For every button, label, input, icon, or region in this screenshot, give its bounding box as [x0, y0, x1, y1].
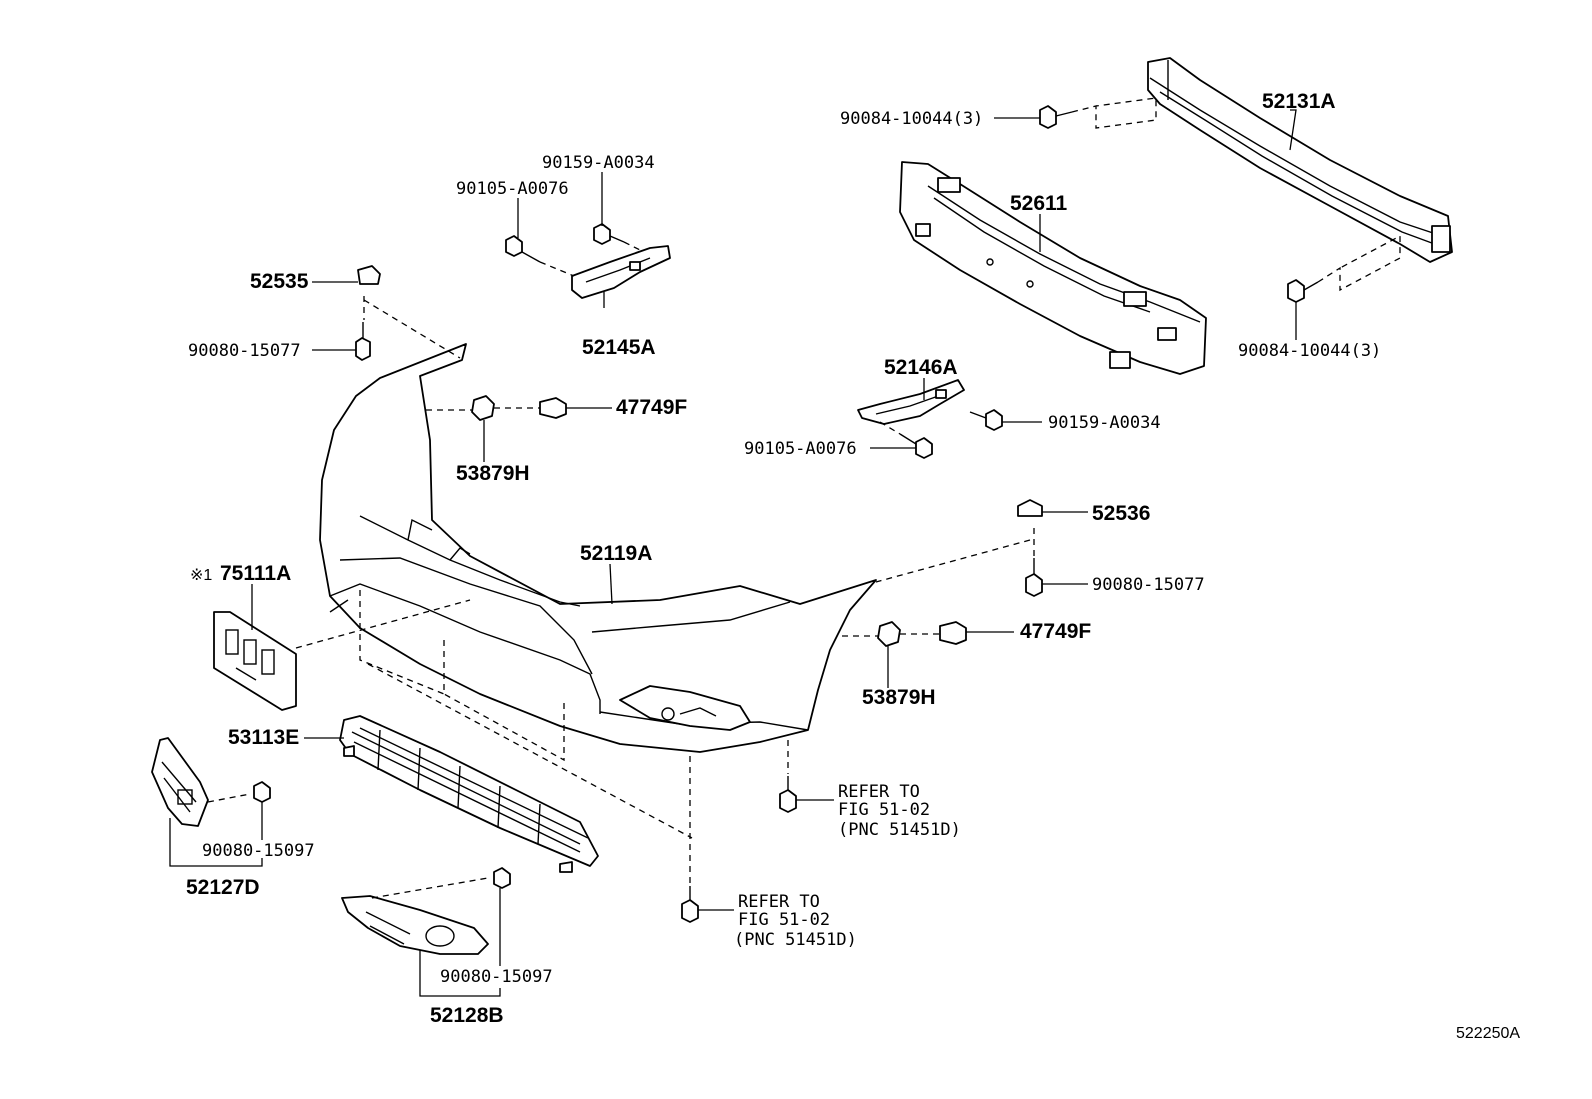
bolt-90084-top[interactable] — [1039, 105, 1073, 129]
label-53879H-left: 53879H — [456, 462, 530, 485]
fog-cover-52127D[interactable] — [151, 737, 209, 827]
retainer-52146A[interactable] — [857, 379, 965, 425]
label-75111A-mark: ※1 — [190, 567, 212, 584]
leader-lines — [169, 109, 1297, 997]
bracket-53879H-left[interactable] — [471, 395, 495, 421]
bumper-reinforcement-52131A[interactable] — [1147, 57, 1453, 263]
label-90084-bottom: 90084-10044(3) — [1238, 341, 1381, 361]
label-52128B: 52128B — [430, 1004, 504, 1027]
screw-90159-right[interactable] — [969, 409, 1003, 431]
bolt-refer-fig51-02-bottom[interactable] — [681, 886, 699, 923]
label-90080-15097-bottom: 90080-15097 — [440, 967, 553, 987]
label-refer-2-line1: REFER TO — [738, 892, 820, 912]
label-52119A: 52119A — [580, 542, 652, 565]
label-90080-15077-right: 90080-15077 — [1092, 575, 1205, 595]
label-refer-2-line3: (PNC 51451D) — [734, 930, 857, 950]
retainer-52145A[interactable] — [571, 245, 671, 299]
label-52146A: 52146A — [884, 356, 958, 379]
bolt-90080-15077-left[interactable] — [355, 322, 371, 361]
fastener-47749F-left[interactable] — [539, 397, 567, 419]
label-90080-15077-left: 90080-15077 — [188, 341, 301, 361]
clip-52535[interactable] — [357, 265, 381, 285]
label-53113E: 53113E — [228, 726, 299, 749]
label-refer-1-line1: REFER TO — [838, 782, 920, 802]
bracket-53879H-right[interactable] — [877, 621, 901, 647]
license-bracket-75111A[interactable] — [213, 611, 297, 711]
bolt-90084-bottom[interactable] — [1287, 279, 1319, 303]
screw-90105-right[interactable] — [899, 433, 933, 459]
screw-90159-top[interactable] — [593, 223, 625, 245]
label-52127D: 52127D — [186, 876, 260, 899]
bolt-refer-fig51-02-right[interactable] — [779, 776, 797, 813]
label-90105-top: 90105-A0076 — [456, 179, 569, 199]
label-47749F-right: 47749F — [1020, 620, 1091, 643]
label-52145A: 52145A — [582, 336, 656, 359]
lower-grille-53113E[interactable] — [339, 715, 599, 873]
label-52536: 52536 — [1092, 502, 1150, 525]
diagram-id: 522250A — [1456, 1025, 1520, 1042]
energy-absorber-52611[interactable] — [899, 161, 1207, 375]
fastener-47749F-right[interactable] — [939, 621, 967, 645]
label-47749F-left: 47749F — [616, 396, 687, 419]
fog-cover-52128B[interactable] — [341, 895, 489, 955]
label-90105-right: 90105-A0076 — [744, 439, 857, 459]
label-75111A: 75111A — [220, 562, 291, 585]
label-90084-top: 90084-10044(3) — [840, 109, 983, 129]
bolt-90080-15097-left[interactable] — [253, 781, 271, 803]
label-refer-2-line2: FIG 51-02 — [738, 910, 830, 930]
bumper-cover-52119A[interactable] — [319, 343, 877, 753]
clip-52536[interactable] — [1017, 499, 1043, 517]
label-52535: 52535 — [250, 270, 309, 293]
label-90080-15097-left: 90080-15097 — [202, 841, 315, 861]
screw-90105-top[interactable] — [505, 235, 541, 263]
label-refer-1-line2: FIG 51-02 — [838, 800, 930, 820]
label-90159-top: 90159-A0034 — [542, 153, 655, 173]
label-refer-1-line3: (PNC 51451D) — [838, 820, 961, 840]
bolt-90080-15077-right[interactable] — [1025, 558, 1043, 597]
label-53879H-right: 53879H — [862, 686, 936, 709]
bolt-90080-15097-bottom[interactable] — [493, 867, 511, 889]
label-52611: 52611 — [1010, 192, 1068, 215]
label-90159-right: 90159-A0034 — [1048, 413, 1161, 433]
label-52131A: 52131A — [1262, 90, 1336, 113]
